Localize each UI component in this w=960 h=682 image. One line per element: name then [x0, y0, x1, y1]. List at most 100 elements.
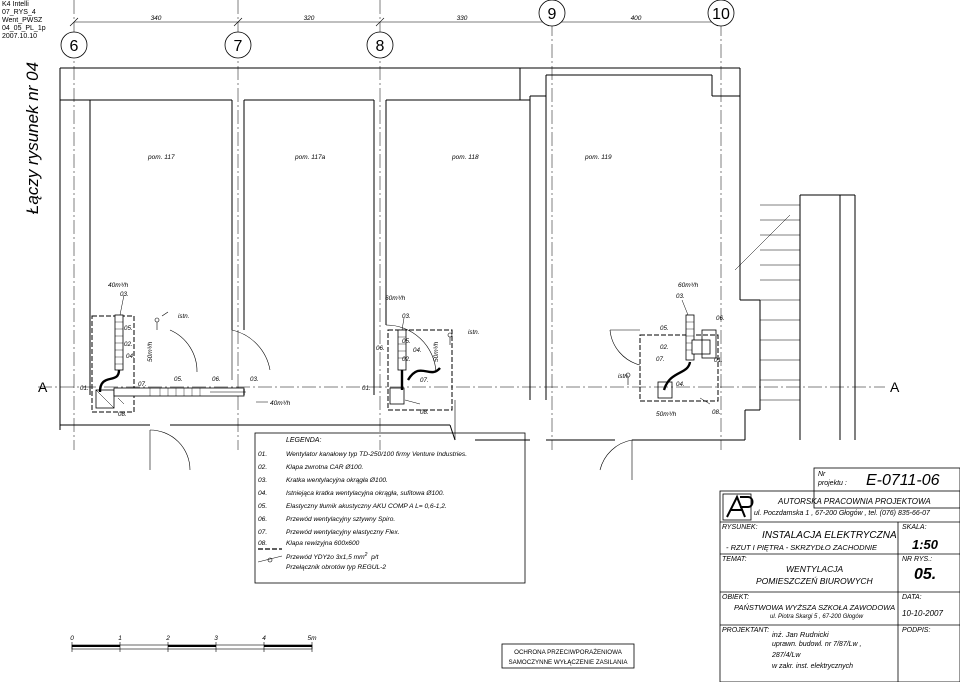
item-tag: 08. — [712, 409, 721, 416]
protection-note-line: SAMOCZYNNE WYŁĄCZENIE ZASILANIA — [509, 659, 629, 666]
axis-label: 7 — [234, 38, 243, 55]
scale-tick: 1 — [118, 635, 122, 642]
scale-tick: 4 — [262, 635, 266, 642]
legend-item-text: Istniejąca kratka wentylacyjna okrągła, … — [286, 490, 445, 497]
protection-note-line: OCHRONA PRZECIWPORAŻENIOWA — [514, 649, 623, 656]
item-tag: 08. — [118, 411, 127, 418]
topic-line: POMIESZCZEŃ BIUROWYCH — [756, 576, 873, 586]
project-number: E-0711-06 — [866, 472, 940, 489]
drawing-subtitle: - RZUT I PIĘTRA - SKRZYDŁO ZACHODNIE — [726, 543, 877, 552]
legend-item-text: Wentylator kanałowy typ TD-250/100 firmy… — [286, 451, 468, 458]
dimension-label: 340 — [151, 15, 162, 22]
office-address: ul. Poczdamska 1 , 67-200 Głogów , tel. … — [754, 510, 930, 517]
legend-item-number: 03. — [258, 477, 268, 484]
item-tag: 05. — [402, 338, 411, 345]
leader-lines — [117, 294, 711, 405]
item-tag: istn. — [178, 313, 189, 320]
item-tag: 06. — [716, 315, 725, 322]
designer-licence: uprawn. budowl. nr 7/87/Lw , — [772, 641, 862, 648]
item-tag: 07. — [656, 356, 665, 363]
axis-label: 10 — [712, 6, 730, 23]
designer-label: PROJEKTANT: — [722, 627, 770, 634]
airflow-label: 50m³/h — [433, 341, 440, 362]
legend-cable-superscript: 2 — [364, 552, 368, 558]
drawing-label: RYSUNEK: — [722, 524, 758, 531]
legend-title: LEGENDA: — [286, 437, 322, 444]
item-tag: 03. — [676, 293, 685, 300]
legend-cable-label: Przewód YDYżo 3x1,5 mm — [286, 554, 365, 562]
axis-label: 8 — [376, 38, 385, 55]
topic-line: WENTYLACJA — [786, 564, 844, 574]
item-tag: 03. — [120, 291, 129, 298]
object-address: ul. Piotra Skargi 5 , 67-200 Głogów — [770, 614, 864, 620]
project-number-label-line: Nr — [818, 471, 826, 478]
legend-item-text: Klapa rewizyjna 600x600 — [286, 540, 360, 547]
project-number-label-line: projektu : — [818, 480, 847, 487]
legend-symbols — [257, 548, 283, 563]
signature-label: PODPIS: — [902, 627, 931, 634]
item-tag: 04. — [676, 381, 685, 388]
legend-cable-text: Przewód YDYżo 3x1,5 mm2 p/t — [286, 552, 378, 561]
legend-item-number: 06. — [258, 516, 268, 523]
legend-item-text: Przewód wentylacyjny elastyczny Flex. — [286, 529, 400, 536]
legend-item-number: 08. — [258, 540, 268, 547]
designer-name: inż. Jan Rudnicki — [772, 630, 829, 639]
sheet-number: 05. — [914, 566, 937, 583]
item-tag: 01. — [362, 385, 371, 392]
item-tag: 03. — [402, 313, 411, 320]
room-label: pom. 118 — [451, 154, 479, 161]
item-tag: istn. — [468, 329, 479, 336]
legend-item-number: 04. — [258, 490, 268, 497]
item-tag: 04. — [126, 353, 135, 360]
item-tag: 02. — [124, 341, 133, 348]
item-tag: 07. — [138, 381, 147, 388]
walls — [59, 67, 856, 441]
legend-item-number: 05. — [258, 503, 268, 510]
drawing-title: INSTALACJA ELEKTRYCZNA — [762, 530, 897, 541]
sheet-number-label: NR RYS.: — [902, 556, 933, 563]
airflow-label: 60m³/h — [385, 295, 406, 302]
item-tag: istn. — [618, 373, 629, 380]
legend-item-text: Przewód wentylacyjny sztywny Spiro. — [286, 516, 396, 523]
project-number-label: Nr projektu : — [818, 470, 847, 488]
legend-item-number: 01. — [258, 451, 268, 458]
scale-bar — [71, 642, 313, 652]
legend-item-number: 07. — [258, 529, 268, 536]
room-label: pom. 117 — [147, 154, 175, 161]
axis-bubbles — [60, 0, 735, 59]
designer-licence: 287/4/Lw — [772, 652, 801, 659]
date-value: 10-10-2007 — [902, 609, 943, 618]
scale-value: 1:50 — [912, 537, 939, 552]
office-name: AUTORSKA PRACOWNIA PROJEKTOWA — [778, 497, 931, 506]
scale-label: SKALA: — [902, 524, 927, 531]
protection-note-box — [501, 643, 635, 669]
title-block-frame — [719, 467, 960, 682]
file-header-line: Went_PWSZ — [2, 17, 43, 24]
office-logo — [722, 493, 754, 521]
item-tag: 05. — [660, 325, 669, 332]
room-label: pom. 119 — [584, 154, 612, 161]
dimension-label: 400 — [631, 15, 642, 22]
file-header-line: K4 Intelli — [2, 1, 29, 8]
topic-label: TEMAT: — [722, 556, 747, 563]
item-tag: 01. — [80, 385, 89, 392]
airflow-label: 50m³/h — [656, 411, 677, 418]
scale-tick: 3 — [214, 635, 218, 642]
item-tag: 02. — [402, 356, 411, 363]
axis-label: 6 — [70, 38, 79, 55]
legend-item-text: Elastyczny tłumik akustyczny AKU COMP A … — [286, 503, 447, 510]
legend-box — [254, 432, 526, 584]
side-link-label: Łączy rysunek nr 04 — [23, 61, 42, 215]
airflow-label: 50m³/h — [147, 341, 154, 362]
designer-scope: w zakr. inst. elektrycznych — [772, 663, 854, 670]
legend-item-text: Kratka wentylacyjna okrągła Ø100. — [286, 477, 388, 484]
object-name: PAŃSTWOWA WYŻSZA SZKOŁA ZAWODOWA — [734, 603, 896, 612]
scale-tick: 2 — [165, 635, 170, 642]
legend-switch-text: Przełącznik obrotów typ REGUL-2 — [286, 564, 387, 571]
item-tag: 05. — [174, 376, 183, 383]
item-tag: 06. — [212, 376, 221, 383]
airflow-label: 40m³/h — [270, 400, 291, 407]
file-header-line: 2007.10.10 — [2, 33, 38, 40]
item-tag: 04. — [413, 347, 422, 354]
axis-label: 9 — [548, 6, 557, 23]
